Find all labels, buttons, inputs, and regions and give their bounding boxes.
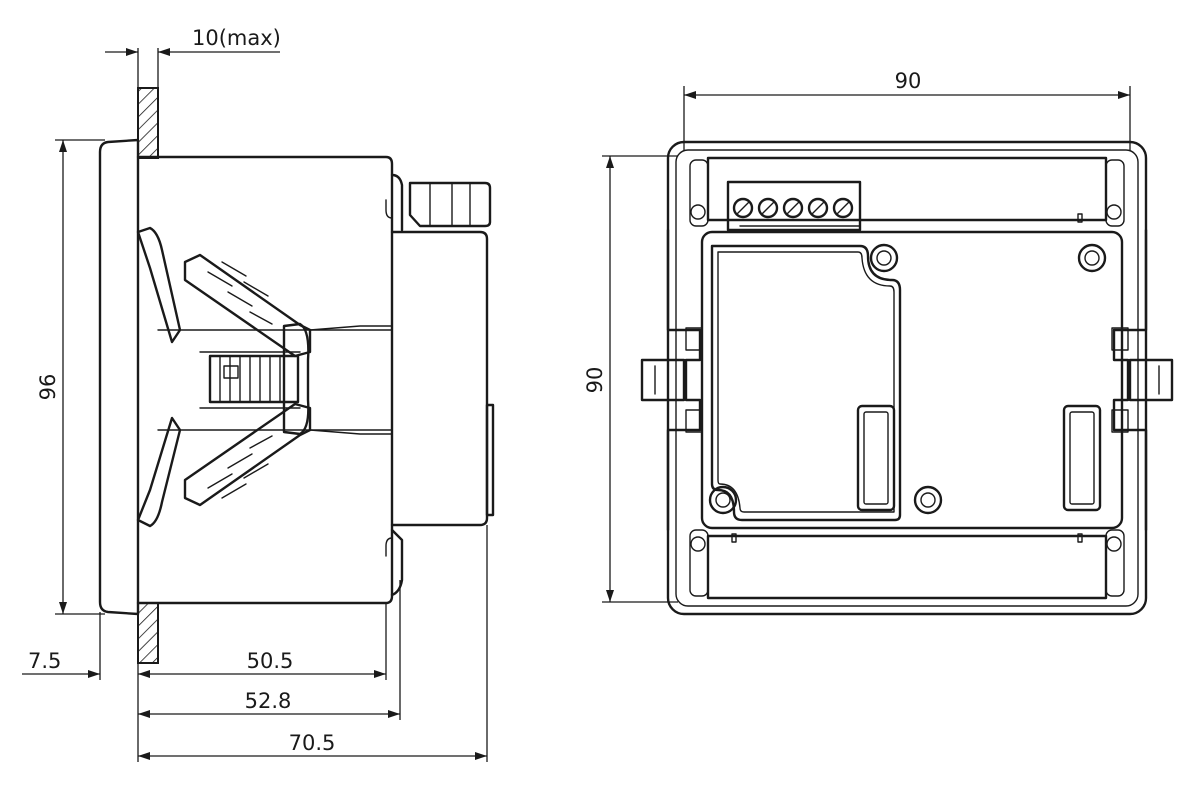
side-view: [98, 87, 495, 664]
rear-module: [390, 230, 489, 527]
main-body: [136, 155, 394, 605]
dim-front-height: 96: [36, 374, 60, 401]
terminal-block: [726, 180, 862, 232]
panel-bottom-section: [137, 602, 159, 664]
rear-view: [640, 140, 1174, 616]
dim-front-depth: 7.5: [28, 649, 61, 673]
rear-clip-top: [390, 173, 404, 232]
dim-total-depth: 70.5: [289, 731, 336, 755]
terminal-connector-side: [408, 181, 492, 228]
panel-top-section: [137, 87, 159, 159]
side-view-dimensions: 10(max) 96 7.5 50.5 52.8 70.5: [22, 26, 488, 762]
dim-panel-width: 90: [895, 69, 922, 93]
dim-body-depth: 50.5: [247, 649, 294, 673]
rear-housing-outer: [666, 140, 1148, 616]
dim-flange-thickness: 10(max): [192, 26, 281, 50]
left-module: [710, 244, 902, 522]
mounting-clamp: [136, 226, 393, 528]
dim-panel-height: 90: [583, 367, 607, 394]
right-clip: [1111, 228, 1174, 532]
dim-clip-depth: 52.8: [245, 689, 292, 713]
front-bezel: [98, 138, 140, 616]
left-clip: [640, 228, 703, 532]
rear-view-dimensions: 90 90: [583, 69, 1131, 603]
rear-board: [700, 230, 1124, 530]
